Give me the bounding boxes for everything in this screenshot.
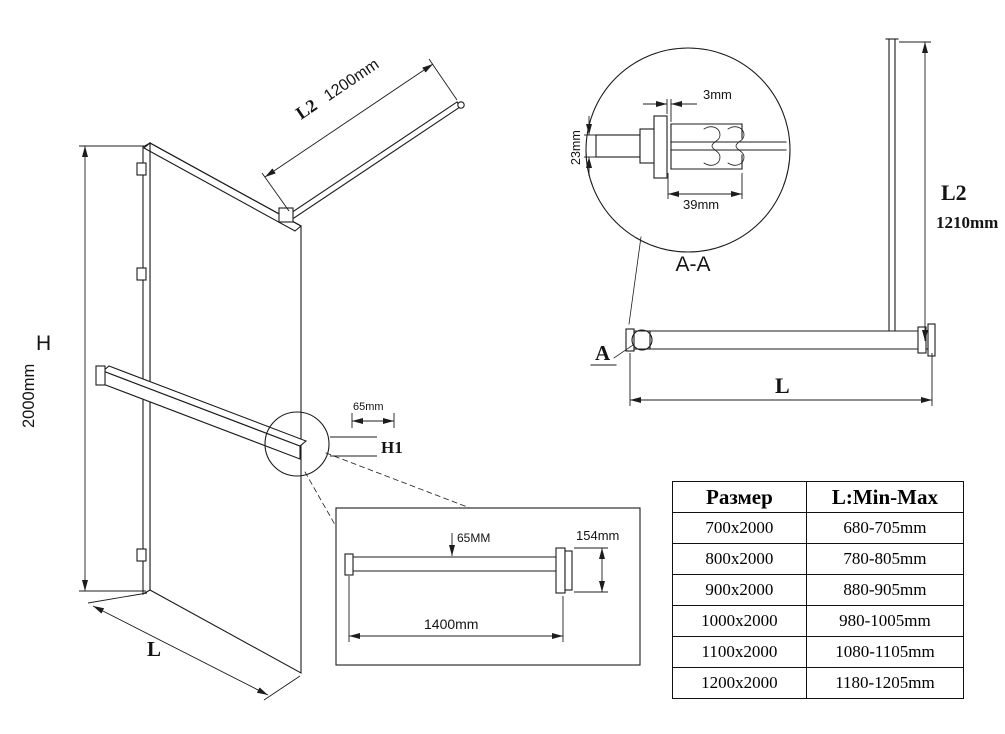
end-plate (653, 115, 668, 179)
bracket-dimension: 154mm (574, 528, 619, 593)
bracket-dim-label: 154mm (576, 528, 619, 543)
ext-line (87, 592, 148, 604)
range-cell: 780-805mm (805, 543, 965, 575)
front-l-dimension: L (629, 353, 933, 406)
l2-dim-value: 1200mm (321, 56, 382, 105)
rod-dim-label: 23mm (569, 130, 583, 165)
range-cell: 880-905mm (805, 574, 965, 606)
ext-line (428, 58, 458, 101)
bar-offset-dim-label: 65mm (353, 401, 384, 413)
bar-front-face (102, 370, 301, 460)
front-l2-label: L2 (941, 180, 967, 205)
detail-marker: A (590, 341, 634, 366)
size-table-header-size: Размер (672, 481, 807, 513)
gap-dim-label: 3mm (703, 87, 732, 102)
wall-bracket-plate (564, 550, 573, 591)
detail-circle (264, 411, 330, 477)
size-cell: 1100x2000 (672, 636, 807, 668)
ext-line (263, 675, 301, 701)
h-dim-label: H (36, 332, 51, 355)
table-row: 800x2000 780-805mm (672, 543, 965, 575)
clamp-dimension: 39mm (667, 173, 743, 212)
table-header-row: Размер L:Min-Max (672, 481, 965, 513)
glass-panel-top-edge (143, 142, 302, 232)
section-title: A-A (675, 253, 710, 276)
gap-dimension: 3mm (643, 87, 732, 122)
table-row: 1100x2000 1080-1105mm (672, 636, 965, 668)
wall-clip (136, 548, 147, 562)
size-table-header-range: L:Min-Max (805, 481, 965, 513)
h1-dim-label: H1 (381, 438, 403, 457)
table-row: 700x2000 680-705mm (672, 512, 965, 544)
bar-top-face (101, 365, 308, 447)
spring-clip (727, 126, 745, 166)
range-cell: 1080-1105mm (805, 636, 965, 668)
detail-leader (304, 471, 339, 531)
stabilizer-bar (95, 365, 308, 460)
table-row: 900x2000 880-905mm (672, 574, 965, 606)
front-l2-value: 1210mm (936, 213, 998, 232)
bar-end-mount (625, 328, 635, 352)
l2-dim-label: L2 (292, 95, 321, 123)
detail-marker-circle (631, 329, 653, 351)
wall-plate (927, 323, 936, 357)
profile-height-dimension: 65MM (449, 531, 490, 556)
table-row: 1000x2000 980-1005mm (672, 605, 965, 637)
bar-end-fitting (457, 101, 465, 109)
bar-edge (293, 106, 461, 219)
front-l-label: L (775, 373, 790, 398)
size-cell: 1200x2000 (672, 667, 807, 699)
size-cell: 800x2000 (672, 543, 807, 575)
spring-clip (703, 126, 721, 166)
bar-detail-view: 65MM 154mm 1400mm (335, 507, 641, 666)
clamp-dim-label: 39mm (683, 197, 719, 212)
dim-line (92, 605, 269, 696)
ceiling-support-bar: L2 1200mm (261, 53, 465, 223)
bar-end-cap (95, 365, 106, 386)
size-table-grid: Размер L:Min-Max 700x2000 680-705mm 800x… (672, 481, 965, 699)
profile-height-dim-label: 65MM (457, 531, 490, 545)
range-cell: 980-1005mm (805, 605, 965, 637)
detail-callout: 65mm H1 (264, 401, 471, 531)
l-dimension: L (87, 592, 301, 701)
section-detail-view: 3mm 23mm 39mm A-A (569, 47, 791, 325)
marker-leader (613, 344, 634, 359)
size-cell: 1000x2000 (672, 605, 807, 637)
bar-end-cap (344, 553, 354, 576)
front-l2-dimension: L2 1210mm (899, 41, 998, 341)
section-circle (585, 47, 791, 253)
table-row: 1200x2000 1180-1205mm (672, 667, 965, 699)
wall-clip (136, 267, 147, 281)
wall-rod-section (595, 134, 641, 158)
l2-dim-text: L2 1200mm (292, 53, 382, 123)
bar-edge (290, 101, 458, 214)
wall-clip (136, 162, 147, 176)
size-table: Размер L:Min-Max 700x2000 680-705mm 800x… (672, 481, 965, 699)
l-dim-label: L (147, 637, 161, 661)
detail-marker-label: A (595, 341, 611, 365)
glass-clamp (278, 207, 294, 223)
bar-length-dimension: 1400mm (348, 576, 564, 642)
detail-leader (325, 452, 471, 509)
front-view: L2 1210mm L A (590, 38, 998, 406)
wall-bracket (555, 547, 566, 594)
rod-dimension: 23mm (569, 116, 596, 176)
size-cell: 700x2000 (672, 512, 807, 544)
ext-line (261, 172, 290, 212)
range-cell: 1180-1205mm (805, 667, 965, 699)
dim-line (264, 63, 434, 178)
range-cell: 680-705mm (805, 512, 965, 544)
section-leader (628, 236, 642, 325)
glass-panel-edge (142, 142, 151, 595)
size-cell: 900x2000 (672, 574, 807, 606)
h-dimension: H 2000mm (20, 145, 146, 592)
h-dim-value: 2000mm (20, 364, 38, 428)
bar-length-dim-label: 1400mm (424, 616, 478, 632)
